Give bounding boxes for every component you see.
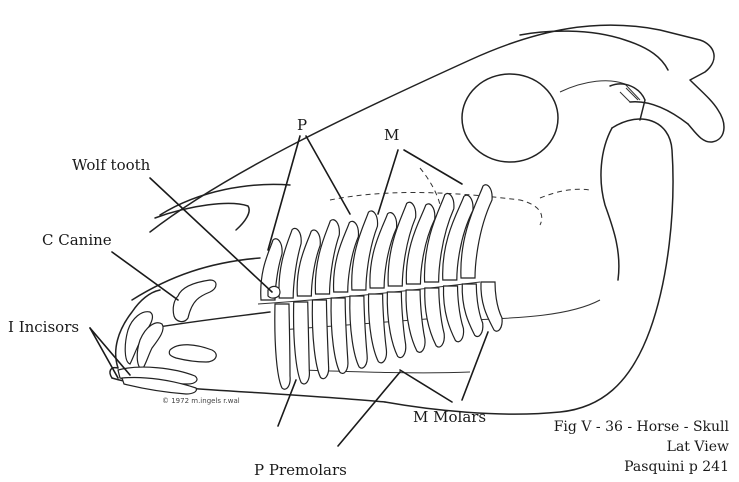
lower-cheek-tooth	[275, 304, 290, 389]
wolf-tooth	[268, 286, 280, 298]
figure-caption-line-1: Fig V - 36 - Horse - Skull	[554, 420, 729, 434]
lower-cheek-tooth	[481, 282, 502, 331]
leader-wolf-tooth	[150, 178, 272, 292]
upper-canine	[173, 280, 216, 322]
label-premolars: P Premolars	[254, 463, 347, 478]
lower-cheek-tooth	[443, 286, 463, 342]
artist-signature: © 1972 m.ingels r.wal	[162, 397, 240, 405]
label-incisors: I Incisors	[8, 320, 79, 335]
label-wolf-tooth: Wolf tooth	[72, 158, 150, 173]
leader-m-top-left	[378, 150, 398, 214]
figure-caption-line-2: Lat View	[667, 440, 729, 454]
label-canine: C Canine	[42, 233, 112, 248]
lower-cheek-tooth	[331, 298, 348, 373]
lower-canine	[169, 345, 216, 362]
leader-m-top-right	[404, 150, 462, 184]
lower-cheek-tooth	[406, 290, 425, 352]
lower-cheek-tooth	[387, 292, 406, 358]
figure-caption-line-3: Pasquini p 241	[624, 460, 729, 474]
leader-premolar-b	[338, 372, 400, 446]
label-molars: M Molars	[413, 410, 486, 425]
leader-incisor-b	[90, 328, 118, 378]
lower-cheek-tooth	[425, 288, 445, 347]
lower-cheek-tooth	[350, 296, 367, 368]
leader-molar-b	[462, 332, 488, 400]
lower-cheek-teeth	[275, 282, 502, 389]
lower-cheek-tooth	[312, 300, 328, 379]
lower-cheek-tooth	[369, 294, 387, 363]
lower-cheek-tooth	[462, 284, 483, 337]
lower-cheek-tooth	[294, 302, 310, 384]
leader-p-top-right	[306, 136, 350, 214]
label-premolar-top: P	[297, 118, 307, 133]
label-molar-top: M	[384, 128, 399, 143]
leader-incisor-a	[90, 328, 130, 375]
leader-molar-a	[400, 370, 452, 402]
canine-teeth	[169, 280, 216, 362]
